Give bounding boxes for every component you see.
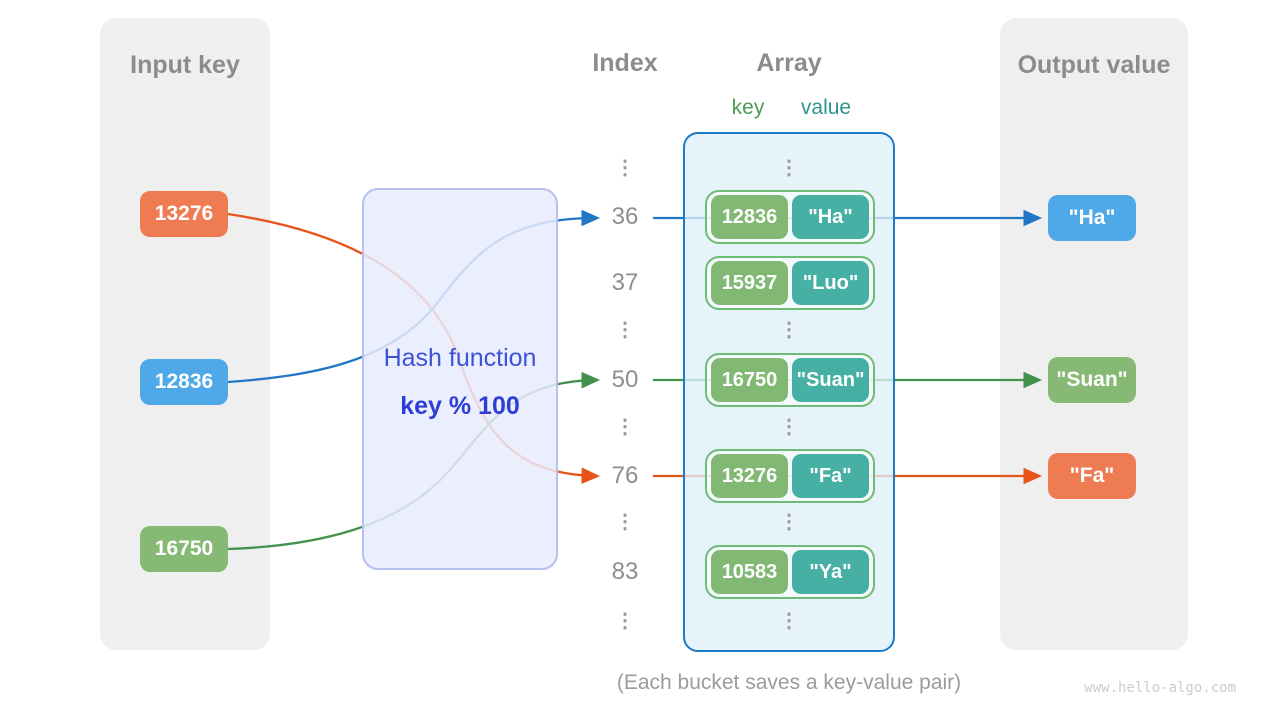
watermark: www.hello-algo.com [1084, 680, 1236, 696]
ellipsis: ⋮ [779, 416, 799, 438]
ellipsis: ⋮ [615, 416, 635, 438]
index-column-header: Index [592, 49, 658, 77]
bucket: 16750 "Suan" [705, 353, 875, 407]
ellipsis: ⋮ [615, 511, 635, 533]
bucket: 13276 "Fa" [705, 449, 875, 503]
figure-caption: (Each bucket saves a key-value pair) [616, 671, 962, 694]
bucket-key-pill: 13276 [711, 454, 788, 498]
index-label: 37 [611, 269, 639, 296]
output-value-panel: Output value "Ha" "Suan" "Fa" [1000, 18, 1188, 650]
index-label: 76 [611, 462, 639, 489]
index-label: 50 [611, 366, 639, 393]
hash-function-box: Hash function key % 100 [362, 188, 558, 570]
bucket-value-pill: "Ha" [792, 195, 869, 239]
bucket: 12836 "Ha" [705, 190, 875, 244]
array-column-header: Array [756, 49, 822, 77]
bucket-value-pill: "Luo" [792, 261, 869, 305]
key-column-header: key [731, 96, 765, 119]
bucket: 10583 "Ya" [705, 545, 875, 599]
input-key-pill: 16750 [140, 526, 228, 572]
bucket-value-pill: "Ya" [792, 550, 869, 594]
value-column-header: value [800, 96, 852, 119]
ellipsis: ⋮ [779, 610, 799, 632]
bucket: 15937 "Luo" [705, 256, 875, 310]
bucket-key-pill: 12836 [711, 195, 788, 239]
index-label: 83 [611, 558, 639, 585]
output-value-pill: "Suan" [1048, 357, 1136, 403]
bucket-key-pill: 15937 [711, 261, 788, 305]
ellipsis: ⋮ [779, 511, 799, 533]
ellipsis: ⋮ [779, 319, 799, 341]
output-value-pill: "Fa" [1048, 453, 1136, 499]
bucket-value-pill: "Suan" [792, 358, 869, 402]
output-value-pill: "Ha" [1048, 195, 1136, 241]
input-key-panel: Input key 13276 12836 16750 [100, 18, 270, 650]
ellipsis: ⋮ [615, 319, 635, 341]
ellipsis: ⋮ [615, 157, 635, 179]
bucket-value-pill: "Fa" [792, 454, 869, 498]
bucket-key-pill: 16750 [711, 358, 788, 402]
hash-function-formula: key % 100 [400, 392, 520, 420]
bucket-key-pill: 10583 [711, 550, 788, 594]
ellipsis: ⋮ [779, 157, 799, 179]
output-panel-title: Output value [1017, 51, 1171, 79]
input-panel-title: Input key [130, 51, 240, 79]
input-key-pill: 12836 [140, 359, 228, 405]
input-key-pill: 13276 [140, 191, 228, 237]
ellipsis: ⋮ [615, 610, 635, 632]
hash-function-title: Hash function [383, 344, 537, 372]
index-label: 36 [611, 203, 639, 230]
